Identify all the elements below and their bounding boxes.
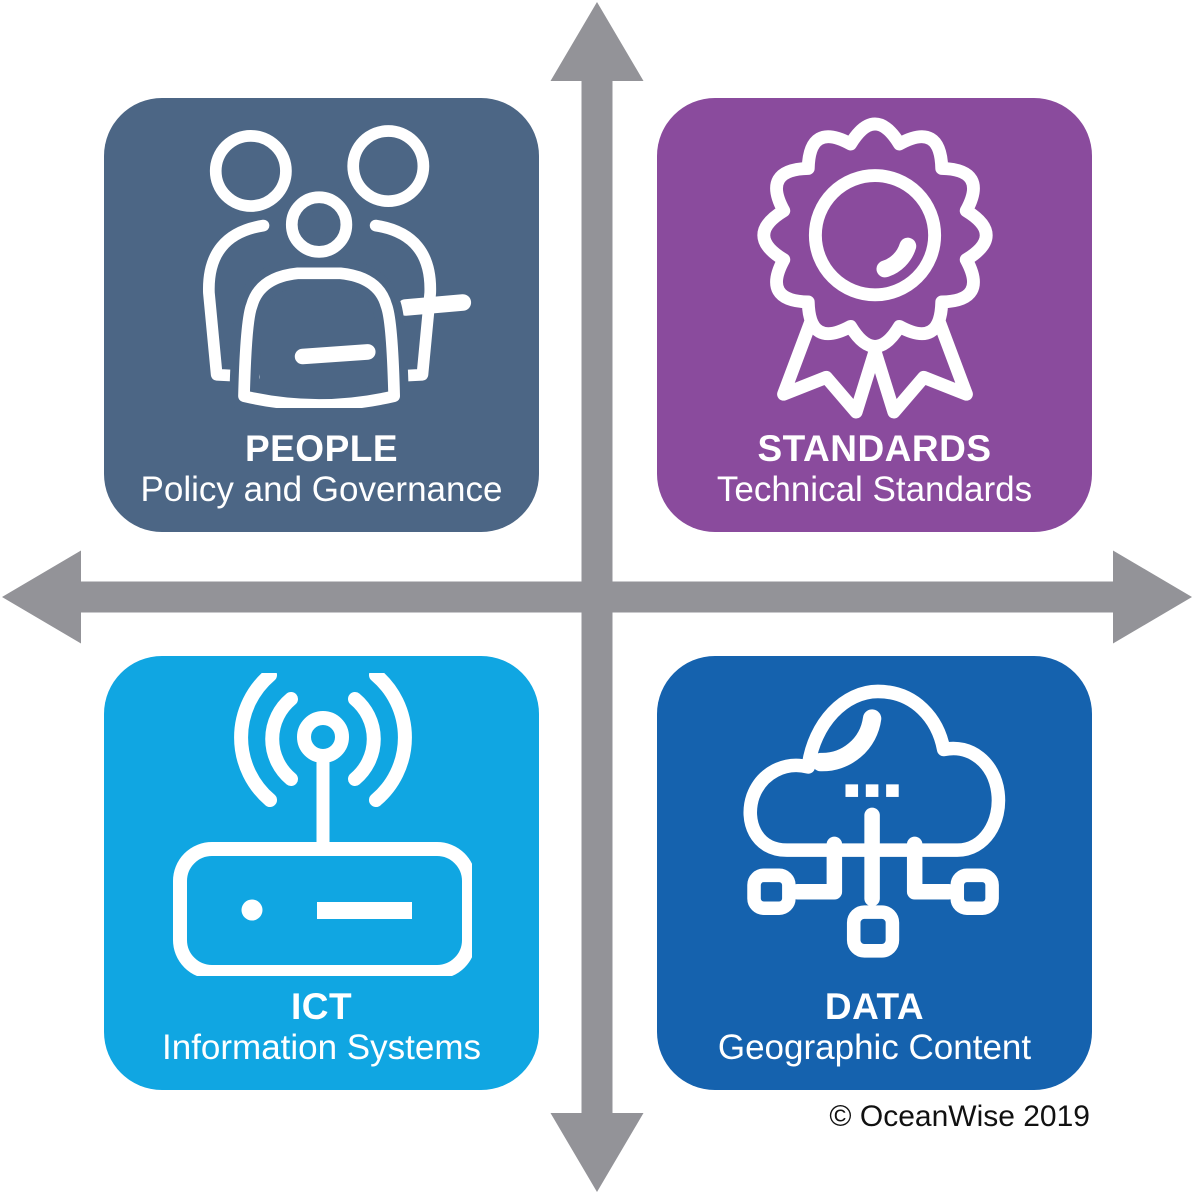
award-rosette-icon	[757, 117, 992, 419]
quadrant-ict: ICT Information Systems	[104, 656, 539, 1090]
people-icon-wrap	[104, 98, 539, 428]
quadrant-data-subtitle: Geographic Content	[717, 1028, 1032, 1068]
horizontal-axis-arrowhead-right	[1113, 550, 1192, 644]
quadrant-people-subtitle: Policy and Governance	[140, 470, 503, 510]
quadrant-standards-subtitle: Technical Standards	[716, 470, 1033, 510]
quadrant-people: PEOPLE Policy and Governance	[104, 98, 539, 532]
data-icon-wrap	[657, 656, 1092, 986]
standards-icon-wrap	[657, 98, 1092, 428]
quadrant-ict-subtitle: Information Systems	[162, 1028, 481, 1068]
quadrant-data: DATA Geographic Content	[657, 656, 1092, 1090]
quadrant-standards: STANDARDS Technical Standards	[657, 98, 1092, 532]
wireless-router-icon	[172, 673, 472, 977]
horizontal-axis-arrow	[2, 550, 1113, 644]
quadrant-ict-title: ICT	[290, 985, 353, 1027]
copyright-text: © OceanWise 2019	[829, 1100, 1090, 1133]
ict-icon-wrap	[104, 656, 539, 986]
quadrant-standards-title: STANDARDS	[757, 427, 992, 469]
cloud-network-icon	[743, 684, 1005, 958]
quadrant-data-title: DATA	[824, 985, 925, 1027]
people-group-icon	[202, 125, 471, 409]
quadrant-people-title: PEOPLE	[244, 427, 399, 469]
